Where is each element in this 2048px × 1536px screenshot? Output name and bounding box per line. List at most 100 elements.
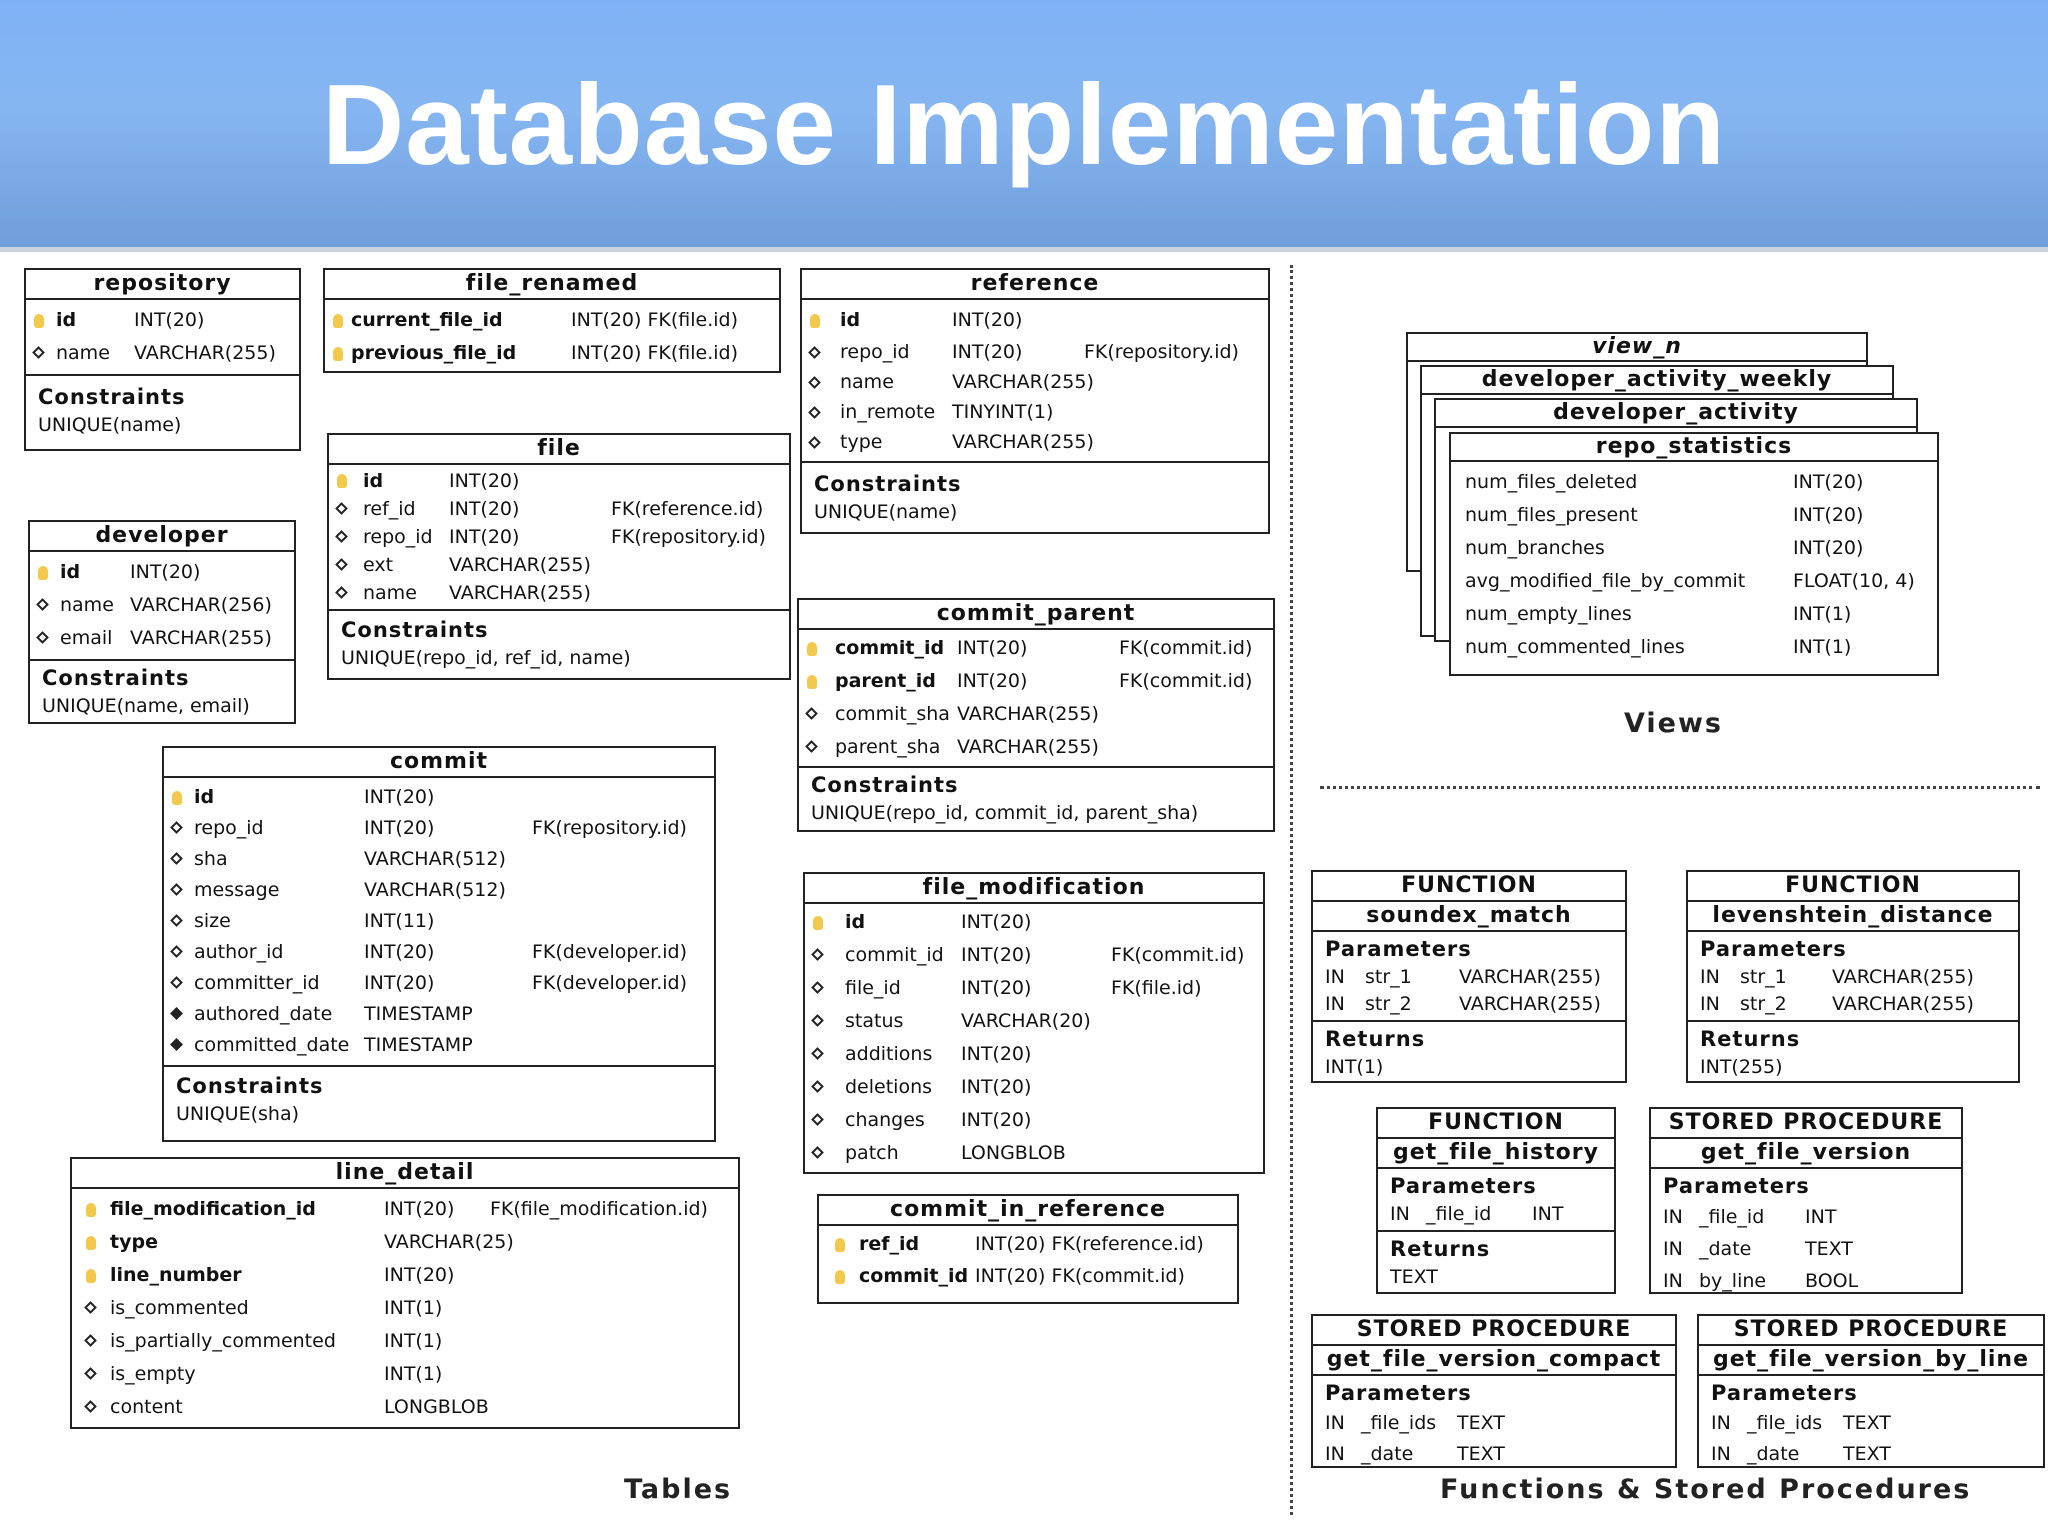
primary-key-icon bbox=[86, 1203, 96, 1217]
table-title: commit_in_reference bbox=[819, 1196, 1237, 1226]
column-diamond-icon bbox=[36, 631, 49, 644]
page-title: Database Implementation bbox=[321, 62, 1727, 189]
routine-name: get_file_version_by_line bbox=[1699, 1344, 2043, 1376]
returns-section: Returns INT(255) bbox=[1688, 1020, 2018, 1087]
column-diamond-icon bbox=[808, 436, 821, 449]
table-title: line_detail bbox=[72, 1159, 738, 1189]
routine-kind: STORED PROCEDURE bbox=[1733, 1317, 2009, 1342]
function-levenshtein-distance: FUNCTION levenshtein_distance Parameters… bbox=[1686, 870, 2020, 1083]
routine-kind: FUNCTION bbox=[1785, 873, 1921, 898]
routine-name: levenshtein_distance bbox=[1688, 900, 2018, 932]
constraints-section: Constraints UNIQUE(repo_id, commit_id, p… bbox=[799, 766, 1273, 833]
column-diamond-icon bbox=[84, 1367, 97, 1380]
function-get-file-history: FUNCTION get_file_history Parameters IN_… bbox=[1376, 1107, 1616, 1294]
primary-key-icon bbox=[333, 314, 343, 328]
column-diamond-icon bbox=[811, 1113, 824, 1126]
primary-key-icon bbox=[835, 1270, 845, 1284]
column-diamond-icon bbox=[811, 1047, 824, 1060]
procedure-get-file-version-by-line: STORED PROCEDURE get_file_version_by_lin… bbox=[1697, 1314, 2045, 1468]
constraints-section: Constraints UNIQUE(sha) bbox=[164, 1065, 714, 1134]
routine-name: soundex_match bbox=[1313, 900, 1625, 932]
routine-kind: STORED PROCEDURE bbox=[1668, 1110, 1944, 1135]
column-diamond-icon bbox=[811, 1146, 824, 1159]
procedure-get-file-version: STORED PROCEDURE get_file_version Parame… bbox=[1649, 1107, 1963, 1294]
primary-key-icon bbox=[337, 474, 347, 488]
column-diamond-icon bbox=[811, 948, 824, 961]
routine-name: get_file_history bbox=[1378, 1137, 1614, 1169]
horizontal-divider bbox=[1320, 786, 2040, 789]
table-title: file_modification bbox=[805, 874, 1263, 904]
column-diamond-icon bbox=[84, 1301, 97, 1314]
column-diamond-icon bbox=[32, 346, 45, 359]
table-title: file bbox=[329, 435, 789, 465]
column-diamond-icon bbox=[808, 406, 821, 419]
column-diamond-icon bbox=[808, 346, 821, 359]
constraints-section: Constraints UNIQUE(name) bbox=[26, 374, 299, 445]
column-diamond-icon bbox=[335, 586, 348, 599]
section-label-functions: Functions & Stored Procedures bbox=[1440, 1474, 1972, 1505]
column-diamond-icon bbox=[170, 821, 183, 834]
column-filled-diamond-icon bbox=[170, 1007, 183, 1020]
column-diamond-icon bbox=[805, 740, 818, 753]
column-diamond-icon bbox=[84, 1400, 97, 1413]
column-diamond-icon bbox=[335, 558, 348, 571]
title-banner: Database Implementation bbox=[0, 0, 2048, 252]
column-diamond-icon bbox=[811, 981, 824, 994]
view-title: repo_statistics bbox=[1451, 434, 1937, 462]
column-diamond-icon bbox=[335, 530, 348, 543]
primary-key-icon bbox=[34, 314, 44, 328]
constraints-section: Constraints UNIQUE(name) bbox=[802, 461, 1268, 532]
primary-key-icon bbox=[333, 347, 343, 361]
column-diamond-icon bbox=[36, 598, 49, 611]
primary-key-icon bbox=[807, 642, 817, 656]
returns-section: Returns TEXT bbox=[1378, 1230, 1614, 1297]
vertical-divider bbox=[1290, 265, 1293, 1515]
routine-kind: FUNCTION bbox=[1428, 1110, 1564, 1135]
table-title: commit_parent bbox=[799, 600, 1273, 630]
column-diamond-icon bbox=[811, 1014, 824, 1027]
table-title: file_renamed bbox=[325, 270, 779, 300]
table-title: commit bbox=[164, 748, 714, 778]
column-diamond-icon bbox=[170, 914, 183, 927]
constraints-section: Constraints UNIQUE(name, email) bbox=[30, 659, 294, 726]
column-filled-diamond-icon bbox=[170, 1038, 183, 1051]
